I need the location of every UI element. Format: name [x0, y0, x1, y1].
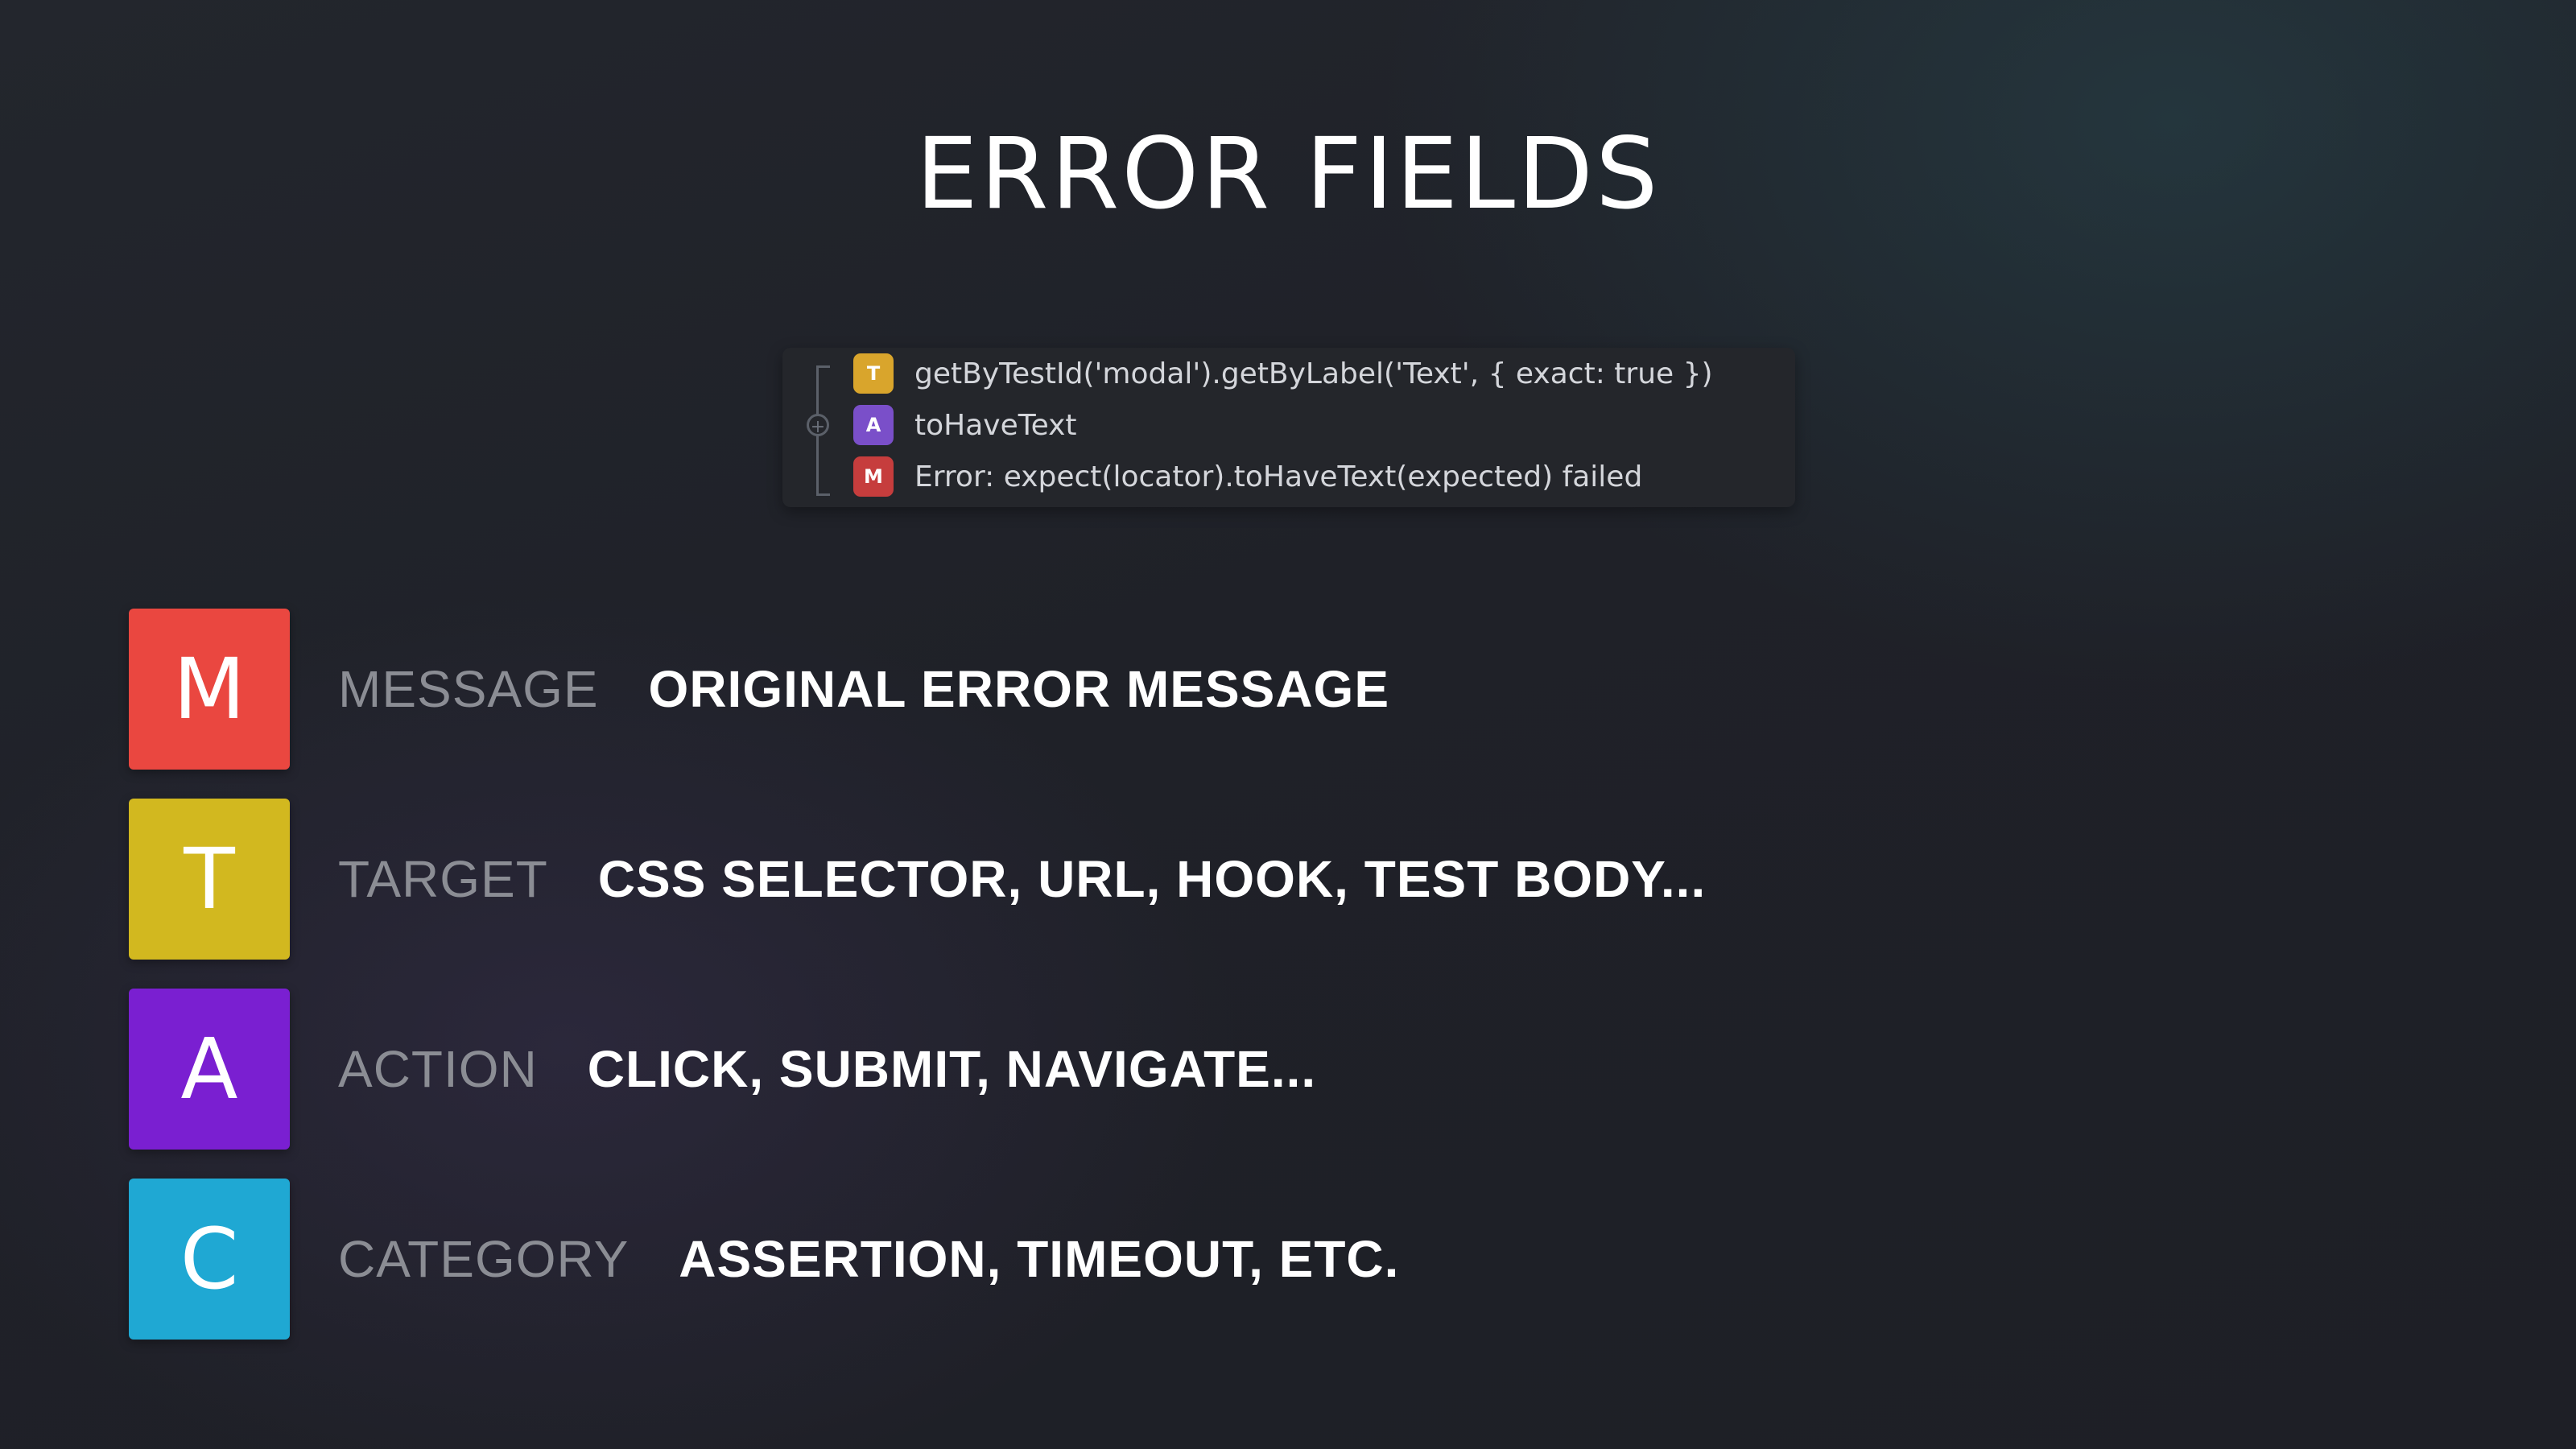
trace-row-target[interactable]: T getByTestId('modal').getByLabel('Text'… — [853, 353, 1713, 394]
field-row-message: M MESSAGE ORIGINAL ERROR MESSAGE — [129, 609, 1389, 770]
error-trace-panel: + — [782, 348, 1795, 507]
trace-row-action[interactable]: A toHaveText — [853, 404, 1077, 446]
expand-node-icon[interactable]: + — [807, 414, 829, 437]
field-name: MESSAGE — [338, 660, 599, 718]
trace-message-text: Error: expect(locator).toHaveText(expect… — [914, 460, 1643, 493]
field-description: CSS SELECTOR, URL, HOOK, TEST BODY... — [597, 850, 1707, 908]
field-description: ASSERTION, TIMEOUT, ETC. — [679, 1230, 1400, 1288]
trace-row-message[interactable]: M Error: expect(locator).toHaveText(expe… — [853, 456, 1642, 497]
field-description: ORIGINAL ERROR MESSAGE — [648, 660, 1389, 718]
target-letter-badge: T — [129, 799, 290, 960]
field-name: TARGET — [338, 850, 548, 908]
message-badge-icon: M — [853, 456, 894, 497]
field-name: ACTION — [338, 1040, 538, 1098]
field-row-target: T TARGET CSS SELECTOR, URL, HOOK, TEST B… — [129, 799, 1706, 960]
target-badge-icon: T — [853, 353, 894, 394]
field-row-action: A ACTION CLICK, SUBMIT, NAVIGATE... — [129, 989, 1316, 1150]
category-letter-badge: C — [129, 1179, 290, 1340]
trace-target-text: getByTestId('modal').getByLabel('Text', … — [914, 357, 1713, 390]
field-row-category: C CATEGORY ASSERTION, TIMEOUT, ETC. — [129, 1179, 1399, 1340]
action-letter-badge: A — [129, 989, 290, 1150]
trace-action-text: toHaveText — [914, 408, 1077, 442]
action-badge-icon: A — [853, 405, 894, 445]
field-name: CATEGORY — [338, 1230, 630, 1288]
field-description: CLICK, SUBMIT, NAVIGATE... — [587, 1040, 1317, 1098]
message-letter-badge: M — [129, 609, 290, 770]
page-title: ERROR FIELDS — [915, 117, 1661, 231]
